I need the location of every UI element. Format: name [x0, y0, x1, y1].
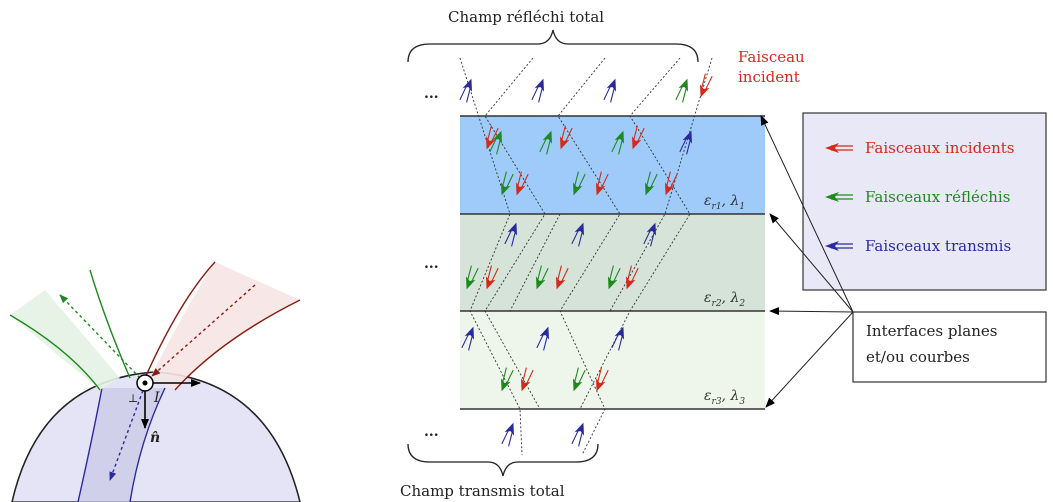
layer-label-1: εr1, λ1	[704, 193, 745, 212]
beam-glyph-18	[504, 222, 518, 247]
layer-stack	[460, 115, 765, 410]
beam-glyph-6	[485, 125, 499, 150]
beam-glyph-34	[501, 422, 515, 447]
beam-glyph-17	[664, 171, 678, 196]
beam-glyph-12	[500, 171, 514, 196]
beam-glyph-29	[611, 326, 625, 351]
incident-beam-label-line2: incident	[738, 68, 800, 86]
point-label: I	[153, 390, 160, 406]
svg-text:εr1, λ1: εr1, λ1	[704, 193, 745, 212]
top-field-label: Champ réfléchi total	[448, 8, 604, 26]
svg-text:εr3, λ3: εr3, λ3	[704, 388, 745, 407]
beam-glyph-3	[675, 78, 689, 103]
beam-glyph-23	[535, 265, 549, 290]
incident-beam-label-line1: Faisceau	[738, 48, 805, 66]
beam-glyph-35	[571, 422, 585, 447]
transmitted-beam-region	[78, 388, 165, 502]
beam-glyph-26	[625, 265, 639, 290]
ellipsis-middle: ...	[424, 256, 439, 272]
legend-reflected-label: Faisceaux réfléchis	[865, 188, 1010, 206]
beam-glyph-16	[644, 171, 658, 196]
reflected-beam-region	[10, 290, 120, 390]
beam-glyph-21	[465, 265, 479, 290]
beam-glyph-33	[595, 367, 609, 392]
beam-glyph-25	[607, 265, 621, 290]
beam-glyph-2	[603, 78, 617, 103]
interface-pointers	[760, 115, 854, 408]
legend-reflected: Faisceaux réfléchis	[825, 188, 1010, 206]
beam-glyph-9	[611, 130, 625, 155]
legend-incident-label: Faisceaux incidents	[865, 139, 1014, 157]
beam-glyph-10	[631, 125, 645, 150]
beam-glyph-31	[520, 367, 534, 392]
layer-label-2: εr2, λ2	[704, 290, 745, 309]
beam-glyph-30	[500, 367, 514, 392]
normal-label: n̂	[150, 430, 160, 446]
svg-text:εr2, λ2: εr2, λ2	[704, 290, 745, 309]
interfaces-label-line1: Interfaces planes	[866, 322, 997, 340]
legend-transmitted: Faisceaux transmis	[825, 237, 1011, 255]
bottom-field-label: Champ transmis total	[400, 482, 565, 500]
ellipsis-top: ...	[424, 86, 439, 102]
beam-glyph-28	[536, 326, 550, 351]
layer-3	[460, 311, 765, 409]
beam-glyph-27	[461, 326, 475, 351]
beam-glyphs	[459, 73, 713, 447]
layer-2	[460, 214, 765, 311]
beam-glyph-20	[643, 222, 657, 247]
beam-glyph-32	[572, 367, 586, 392]
layer-label-3: εr3, λ3	[704, 388, 745, 407]
layer-1	[460, 116, 765, 214]
bottom-brace	[407, 443, 599, 477]
beam-glyph-14	[572, 171, 586, 196]
beam-glyph-15	[595, 171, 609, 196]
top-brace	[407, 29, 699, 63]
beam-glyph-1	[531, 78, 545, 103]
beam-glyph-7	[539, 130, 553, 155]
beam-glyph-4	[699, 73, 713, 98]
beam-glyph-11	[679, 130, 693, 155]
interfaces-box: Interfaces planes et/ou courbes	[852, 311, 1047, 383]
beam-glyph-13	[515, 171, 529, 196]
legend-incident: Faisceaux incidents	[825, 139, 1014, 157]
beam-glyph-22	[485, 265, 499, 290]
beam-glyph-0	[459, 78, 473, 103]
incident-beam-region	[150, 262, 300, 390]
interfaces-label-line2: et/ou courbes	[866, 348, 970, 366]
beam-glyph-24	[555, 265, 569, 290]
curved-interface-sketch: ⊥ I n̂	[9, 261, 301, 502]
legend-transmitted-label: Faisceaux transmis	[865, 237, 1011, 255]
ellipsis-bottom: ...	[424, 424, 439, 440]
beam-glyph-5	[489, 130, 503, 155]
beam-glyph-19	[571, 222, 585, 247]
legend-box: Faisceaux incidents Faisceaux réfléchis …	[802, 112, 1047, 291]
beam-glyph-8	[559, 125, 573, 150]
perp-symbol: ⊥	[128, 392, 138, 405]
